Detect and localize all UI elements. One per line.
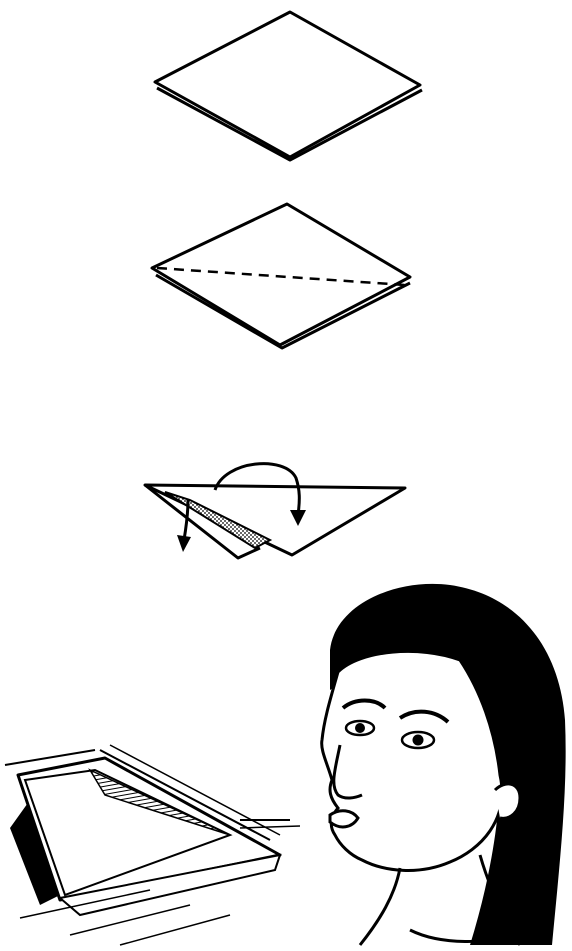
down-arrow-icon	[177, 500, 191, 552]
step-3-triangle-fold	[145, 464, 405, 558]
person-illustration	[322, 584, 566, 945]
step-2-square-dashed	[152, 204, 410, 348]
puckered-mouth	[330, 811, 358, 827]
face-outline	[322, 651, 502, 870]
step-1-square	[155, 12, 422, 160]
folded-paper-on-table	[5, 745, 300, 945]
